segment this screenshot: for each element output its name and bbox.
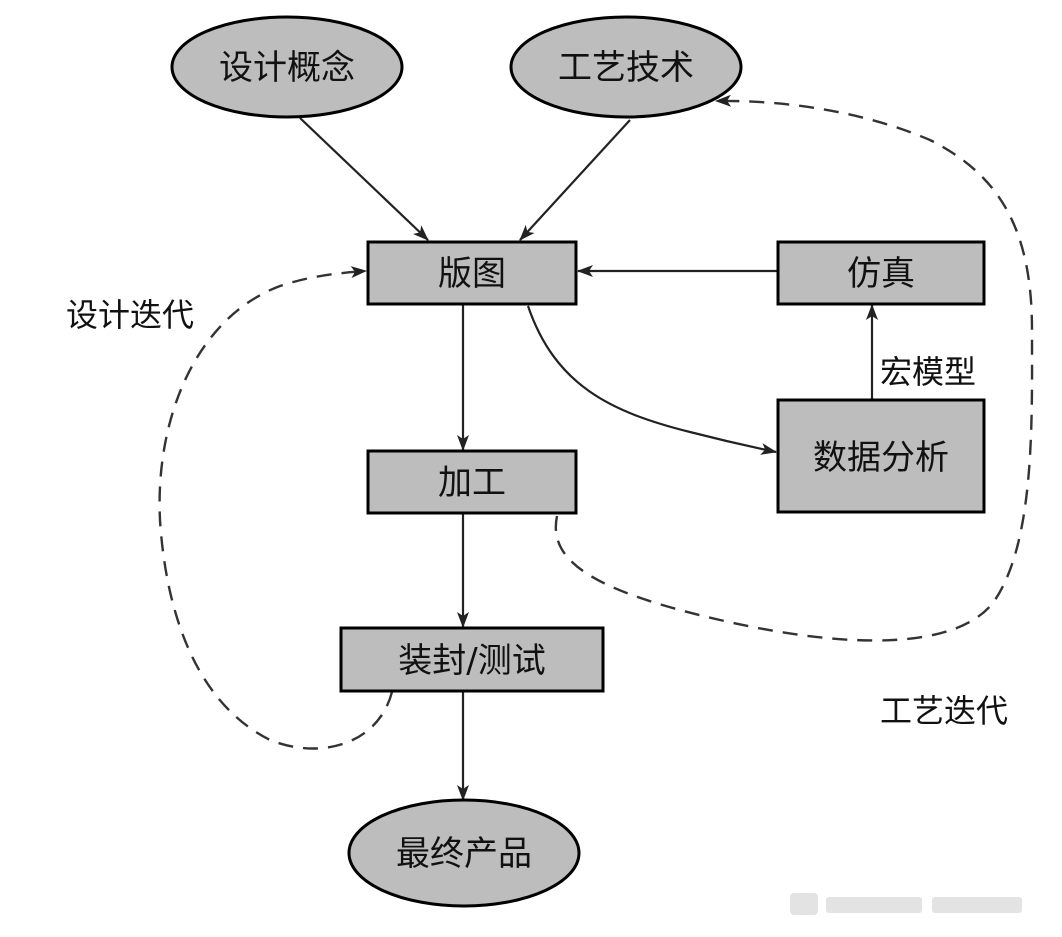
edge-layout-to-data-analysis: [526, 305, 777, 455]
node-design-concept-label: 设计概念: [219, 48, 355, 88]
node-package-test: 装封/测试: [339, 626, 605, 693]
watermark: [790, 893, 1022, 915]
node-fabrication: 加工: [366, 449, 578, 515]
node-fabrication-label: 加工: [438, 463, 506, 503]
label-process-iteration: 工艺迭代: [880, 692, 1008, 730]
node-process-technology: 工艺技术: [509, 15, 743, 119]
edge-tech-to-layout: [519, 119, 631, 241]
label-design-iteration: 设计迭代: [66, 296, 194, 334]
node-data-analysis: 数据分析: [776, 398, 986, 514]
node-simulation-label: 仿真: [847, 254, 915, 294]
loop-design-iteration: [158, 266, 394, 750]
node-process-technology-label: 工艺技术: [558, 48, 694, 88]
node-layout-label: 版图: [438, 254, 506, 294]
node-design-concept: 设计概念: [170, 15, 404, 119]
node-package-test-label: 装封/测试: [398, 641, 545, 681]
loop-process-iteration: [554, 94, 1034, 642]
node-final-product-label: 最终产品: [396, 834, 532, 874]
node-final-product: 最终产品: [347, 798, 581, 908]
node-data-analysis-label: 数据分析: [813, 438, 949, 478]
node-simulation: 仿真: [776, 240, 986, 306]
node-layout: 版图: [366, 240, 578, 306]
edge-concept-to-layout: [299, 117, 429, 241]
label-macro-model: 宏模型: [880, 353, 976, 391]
